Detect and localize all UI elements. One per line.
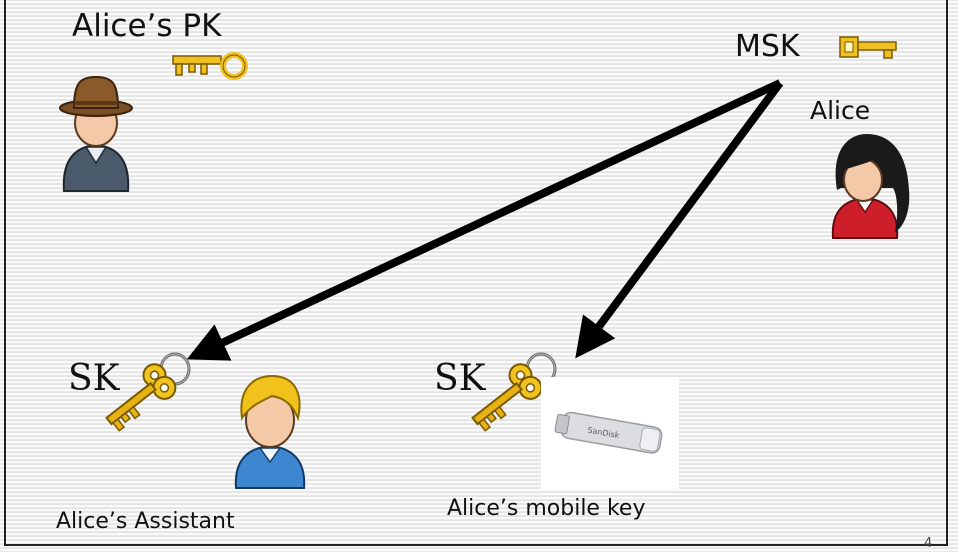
sk-mobile-label: SK: [434, 358, 486, 399]
alice-figure: [831, 134, 910, 239]
assistant-figure: [234, 374, 306, 489]
arrow-msk-to-mobile-key: [575, 80, 784, 359]
pk-key-icon: [172, 52, 248, 80]
slide-border-bottom: [4, 544, 948, 546]
assistant-label: Alice’s Assistant: [56, 509, 235, 534]
arrow-msk-to-assistant: [186, 79, 782, 361]
bob-figure: [59, 75, 133, 192]
page-number: 4: [924, 536, 933, 551]
slide-border-right: [946, 0, 948, 545]
sk-key-icon: [471, 352, 557, 432]
msk-label: MSK: [735, 29, 800, 64]
sk-key-icon: [105, 352, 191, 432]
sk-assistant-label: SK: [68, 358, 120, 399]
usb-stick-photo: SanDisk: [541, 377, 679, 489]
alice-label: Alice: [810, 96, 871, 125]
slide-border-left: [4, 0, 6, 545]
msk-key-icon: [839, 36, 897, 59]
mobile-key-label: Alice’s mobile key: [447, 496, 646, 521]
alice-pk-label: Alice’s PK: [72, 8, 222, 44]
